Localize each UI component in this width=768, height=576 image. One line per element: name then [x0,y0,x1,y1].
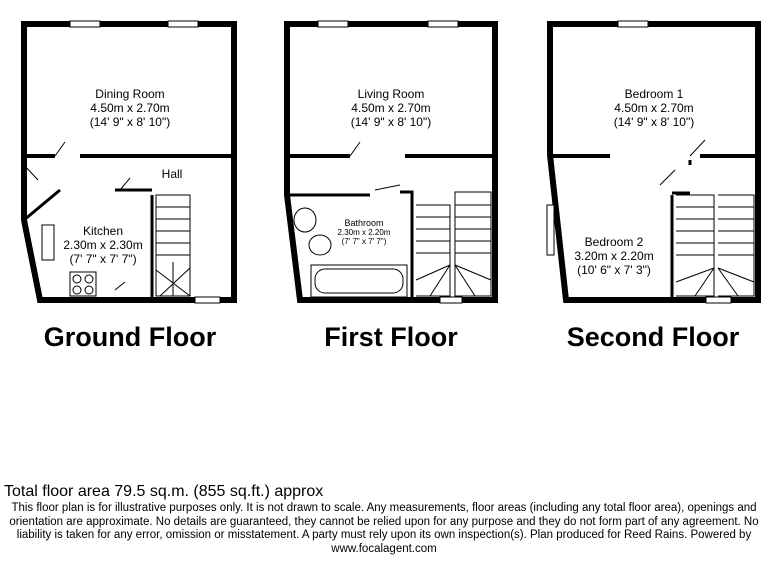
room-size-metric: 2.30m x 2.30m [63,238,143,252]
floor-title-second: Second Floor [566,322,740,352]
ground-stairs [155,194,191,297]
room-size-imperial: (14' 9" x 8' 10") [613,115,695,129]
room-size-imperial: (14' 9" x 8' 10") [350,115,432,129]
floor-title-ground: Ground Floor [43,322,217,352]
room-size-imperial: (7' 7" x 7' 7") [69,252,137,266]
first-floor-walls [284,20,498,304]
room-size-imperial: (10' 6" x 7' 3") [577,263,651,277]
disclaimer: This floor plan is for illustrative purp… [9,502,759,555]
room-name: Bedroom 2 [584,235,644,249]
floor-title-first: First Floor [324,322,458,352]
room-size-imperial: (14' 9" x 8' 10") [89,115,171,129]
room-name: Bedroom 1 [624,87,684,101]
room-name: Bathroom [344,218,384,228]
room-name: Living Room [357,87,425,101]
room-label-bedroom-1: Bedroom 1 4.50m x 2.70m (14' 9" x 8' 10"… [614,87,694,129]
room-size-metric: 4.50m x 2.70m [90,101,170,115]
room-label-living-room: Living Room 4.50m x 2.70m (14' 9" x 8' 1… [351,87,431,129]
room-name: Kitchen [82,224,124,238]
room-size-imperial: (7' 7" x 7' 7") [341,237,387,246]
room-label-bedroom-2: Bedroom 2 3.20m x 2.20m (10' 6" x 7' 3") [574,235,653,277]
room-label-hall: Hall [161,167,183,181]
ground-floor-walls [21,20,237,304]
room-label-bathroom: Bathroom 2.30m x 2.20m (7' 7" x 7' 7") [337,218,391,247]
room-size-metric: 3.20m x 2.20m [574,249,654,263]
room-label-dining-room: Dining Room 4.50m x 2.70m (14' 9" x 8' 1… [90,87,170,129]
room-size-metric: 4.50m x 2.70m [351,101,431,115]
total-floor-area: Total floor area 79.5 sq.m. (855 sq.ft.)… [4,483,324,500]
room-label-kitchen: Kitchen 2.30m x 2.30m (7' 7" x 7' 7") [63,224,142,266]
room-size-metric: 4.50m x 2.70m [614,101,694,115]
second-floor-walls [546,20,761,304]
room-size-metric: 2.30m x 2.20m [337,228,391,237]
room-name: Dining Room [95,87,165,101]
